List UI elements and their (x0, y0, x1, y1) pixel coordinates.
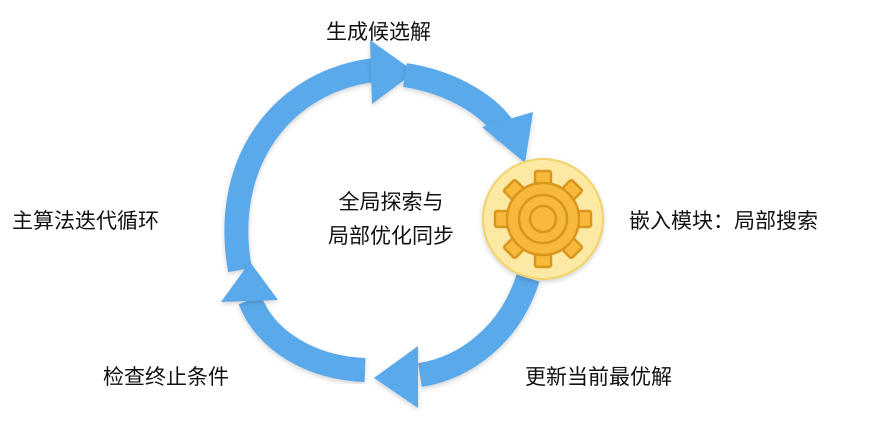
cycle-arrowhead-bottom-left (221, 262, 278, 302)
cycle-arrowhead-bottom-right (374, 346, 418, 408)
cycle-arrow-bottom-left (238, 295, 366, 382)
gear-icon (493, 169, 593, 269)
step-label-generate-candidates: 生成候选解 (326, 20, 431, 44)
cycle-arrowhead-top-right (482, 112, 533, 163)
cycle-arrow-bottom-right (417, 274, 540, 387)
cycle-arrowhead-top-left (370, 40, 415, 104)
center-caption-line-2: 局部优化同步 (328, 224, 454, 248)
center-caption: 全局探索与 局部优化同步 (286, 185, 496, 253)
step-label-check-termination: 检查终止条件 (103, 365, 229, 389)
step-label-main-loop: 主算法迭代循环 (12, 209, 159, 233)
step-label-update-best: 更新当前最优解 (525, 365, 672, 389)
center-caption-line-1: 全局探索与 (338, 190, 444, 214)
cycle-arrow-top-left (224, 58, 377, 273)
step-label-embedded-module: 嵌入模块：局部搜索 (629, 209, 818, 233)
gear-module (482, 158, 604, 280)
